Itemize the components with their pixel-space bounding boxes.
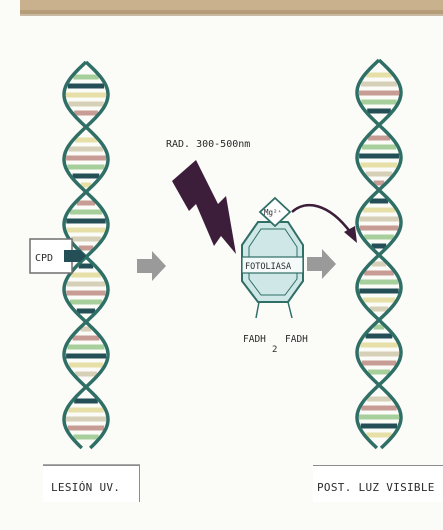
fadh2-subscript: 2 bbox=[272, 345, 277, 355]
base-pair-rung bbox=[360, 280, 399, 285]
base-pair-rung bbox=[359, 154, 399, 159]
base-pair-rung bbox=[75, 138, 97, 143]
base-pair-rung bbox=[71, 273, 101, 278]
base-pair-rung bbox=[67, 345, 104, 350]
base-pair-rung bbox=[73, 336, 100, 341]
base-pair-rung bbox=[67, 165, 104, 170]
base-pair-rung bbox=[73, 75, 98, 80]
base-pair-rung bbox=[364, 235, 394, 240]
base-pair-rung bbox=[74, 111, 98, 116]
base-pair-rung bbox=[69, 147, 104, 152]
base-pair-rung bbox=[363, 298, 395, 303]
base-pair-rung bbox=[368, 370, 390, 375]
base-pair-rung bbox=[370, 199, 388, 204]
base-pair-rung bbox=[68, 102, 103, 107]
base-pair-rung bbox=[73, 435, 98, 440]
base-pair-rung bbox=[66, 156, 106, 161]
right-arrow-icon bbox=[137, 251, 166, 281]
right-caption-text: POST. LUZ VISIBLE bbox=[317, 481, 435, 494]
fadh-label: FADH bbox=[285, 334, 308, 345]
base-pair-rung bbox=[360, 343, 397, 348]
base-pair-rung bbox=[359, 415, 399, 420]
cpd-label: CPD bbox=[35, 253, 53, 264]
base-pair-rung bbox=[359, 352, 399, 357]
base-pair-rung bbox=[68, 426, 104, 431]
repaired-dna-helix bbox=[357, 60, 401, 448]
base-pair-rung bbox=[77, 201, 95, 206]
fadh-tick bbox=[288, 302, 292, 318]
base-pair-rung bbox=[75, 372, 97, 377]
base-pair-rung bbox=[69, 363, 104, 368]
base-pair-rung bbox=[361, 424, 397, 429]
base-pair-rung bbox=[70, 210, 102, 215]
right-arrow-icon bbox=[307, 249, 336, 279]
base-pair-rung bbox=[71, 237, 101, 242]
base-pair-rung bbox=[359, 91, 399, 96]
metal-ion-label: Mg²⁺ bbox=[264, 208, 282, 217]
photolyase-enzyme: FOTOLIASA Mg²⁺ bbox=[242, 198, 303, 302]
base-pair-rung bbox=[364, 271, 394, 276]
base-pair-rung bbox=[361, 82, 397, 87]
base-pair-rung bbox=[360, 226, 399, 231]
base-pair-rung bbox=[366, 73, 391, 78]
top-photo-shadow bbox=[20, 10, 443, 16]
base-pair-rung bbox=[66, 354, 106, 359]
base-pair-rung bbox=[359, 289, 398, 294]
lightning-bolt-icon bbox=[172, 160, 236, 254]
base-pair-rung bbox=[74, 399, 98, 404]
right-caption: POST. LUZ VISIBLE bbox=[313, 465, 443, 502]
base-pair-rung bbox=[360, 163, 397, 168]
base-pair-rung bbox=[362, 145, 397, 150]
cpd-lesion: CPD bbox=[30, 239, 86, 273]
base-pair-rung bbox=[67, 282, 106, 287]
left-caption-text: LESIÓN UV. bbox=[51, 481, 120, 494]
backbone-strand bbox=[357, 60, 401, 448]
left-caption: LESIÓN UV. bbox=[43, 465, 140, 502]
fadh2-label: FADH bbox=[243, 334, 266, 345]
base-pair-rung bbox=[70, 300, 102, 305]
base-pair-rung bbox=[73, 174, 100, 179]
base-pair-rung bbox=[367, 109, 391, 114]
enzyme-label: FOTOLIASA bbox=[245, 262, 291, 272]
base-pair-rung bbox=[361, 406, 396, 411]
radiation-label: RAD. 300-500nm bbox=[166, 139, 250, 150]
base-pair-rung bbox=[370, 307, 388, 312]
base-pair-rung bbox=[359, 217, 398, 222]
base-pair-rung bbox=[66, 219, 105, 224]
fadh2-tick bbox=[256, 302, 259, 318]
base-pair-rung bbox=[366, 433, 391, 438]
base-pair-rung bbox=[368, 136, 390, 141]
base-pair-rung bbox=[68, 84, 104, 89]
base-pair-rung bbox=[67, 228, 106, 233]
base-pair-rung bbox=[68, 408, 103, 413]
base-pair-rung bbox=[367, 397, 391, 402]
base-pair-rung bbox=[66, 291, 105, 296]
curved-arrow-icon bbox=[292, 205, 351, 233]
base-pair-rung bbox=[363, 208, 395, 213]
base-pair-rung bbox=[366, 172, 393, 177]
base-pair-rung bbox=[361, 100, 396, 105]
base-pair-rung bbox=[66, 93, 106, 98]
base-pair-rung bbox=[77, 309, 95, 314]
base-pair-rung bbox=[362, 361, 397, 366]
base-pair-rung bbox=[366, 334, 393, 339]
base-pair-rung bbox=[66, 417, 106, 422]
